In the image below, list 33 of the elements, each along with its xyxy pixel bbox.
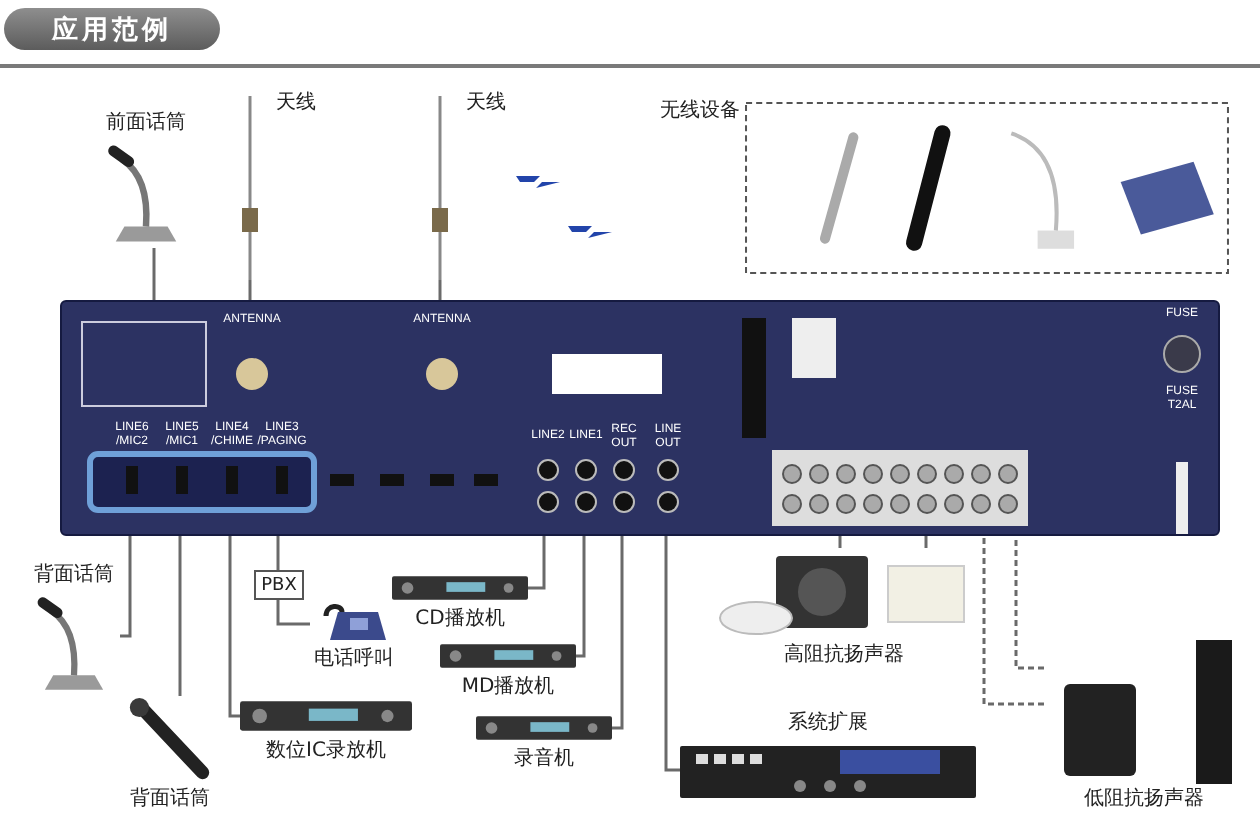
cable-line <box>152 248 156 300</box>
device-caption: 高阻抗扬声器 <box>784 644 904 668</box>
section-title: 应用范例 <box>4 8 220 50</box>
device-caption: CD播放机 <box>415 608 505 632</box>
cable-line <box>248 280 252 300</box>
device-caption: 背面话筒 <box>34 564 114 588</box>
cable-line <box>528 536 546 590</box>
cable-line <box>178 536 182 696</box>
device-caption: 天线 <box>276 92 316 116</box>
cable-line <box>924 536 928 548</box>
cable-line <box>576 536 586 658</box>
box-label: PBX <box>261 575 297 595</box>
device-caption: 无线设备 <box>660 100 740 124</box>
device-caption: MD播放机 <box>461 676 555 700</box>
device-caption: 天线 <box>466 92 506 116</box>
cable-line <box>438 280 442 300</box>
device-caption: 数位IC录放机 <box>266 740 386 764</box>
cable-line <box>982 536 1044 706</box>
device-caption: 背面话筒 <box>130 788 210 812</box>
cable-line <box>664 536 680 772</box>
device-caption: 前面话筒 <box>106 112 186 136</box>
cable-line <box>276 600 310 626</box>
cable-line <box>1014 536 1044 670</box>
cable-line <box>838 536 842 548</box>
device-caption: 低阻抗扬声器 <box>1084 788 1204 812</box>
device-caption: 电话呼叫 <box>314 648 394 672</box>
device-caption: 录音机 <box>514 748 574 772</box>
cable-line <box>228 536 240 718</box>
pbx-box <box>254 570 304 600</box>
device-caption: 系统扩展 <box>788 712 868 736</box>
cable-line <box>612 536 624 730</box>
cable-line <box>276 536 280 570</box>
cable-line <box>120 536 132 638</box>
